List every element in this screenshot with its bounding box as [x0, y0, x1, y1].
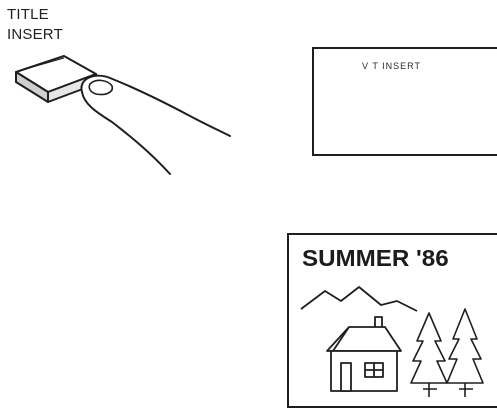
title-card-illustration [289, 279, 497, 408]
pine-trees-icon [411, 309, 483, 397]
pressing-finger-icon [81, 76, 230, 174]
title-insert-label: TITLE INSERT [7, 5, 63, 45]
finger-pressing-button-illustration [0, 48, 240, 188]
title-card: SUMMER '86 [287, 233, 497, 408]
title-insert-label-line1: TITLE [7, 5, 63, 25]
screen-display: V T INSERT [312, 47, 497, 156]
cabin-icon [327, 317, 401, 391]
title-card-heading: SUMMER '86 [302, 245, 449, 272]
mountains-icon [301, 287, 417, 311]
screen-insert-indicator: V T INSERT [362, 61, 421, 71]
title-insert-label-line2: INSERT [7, 25, 63, 45]
